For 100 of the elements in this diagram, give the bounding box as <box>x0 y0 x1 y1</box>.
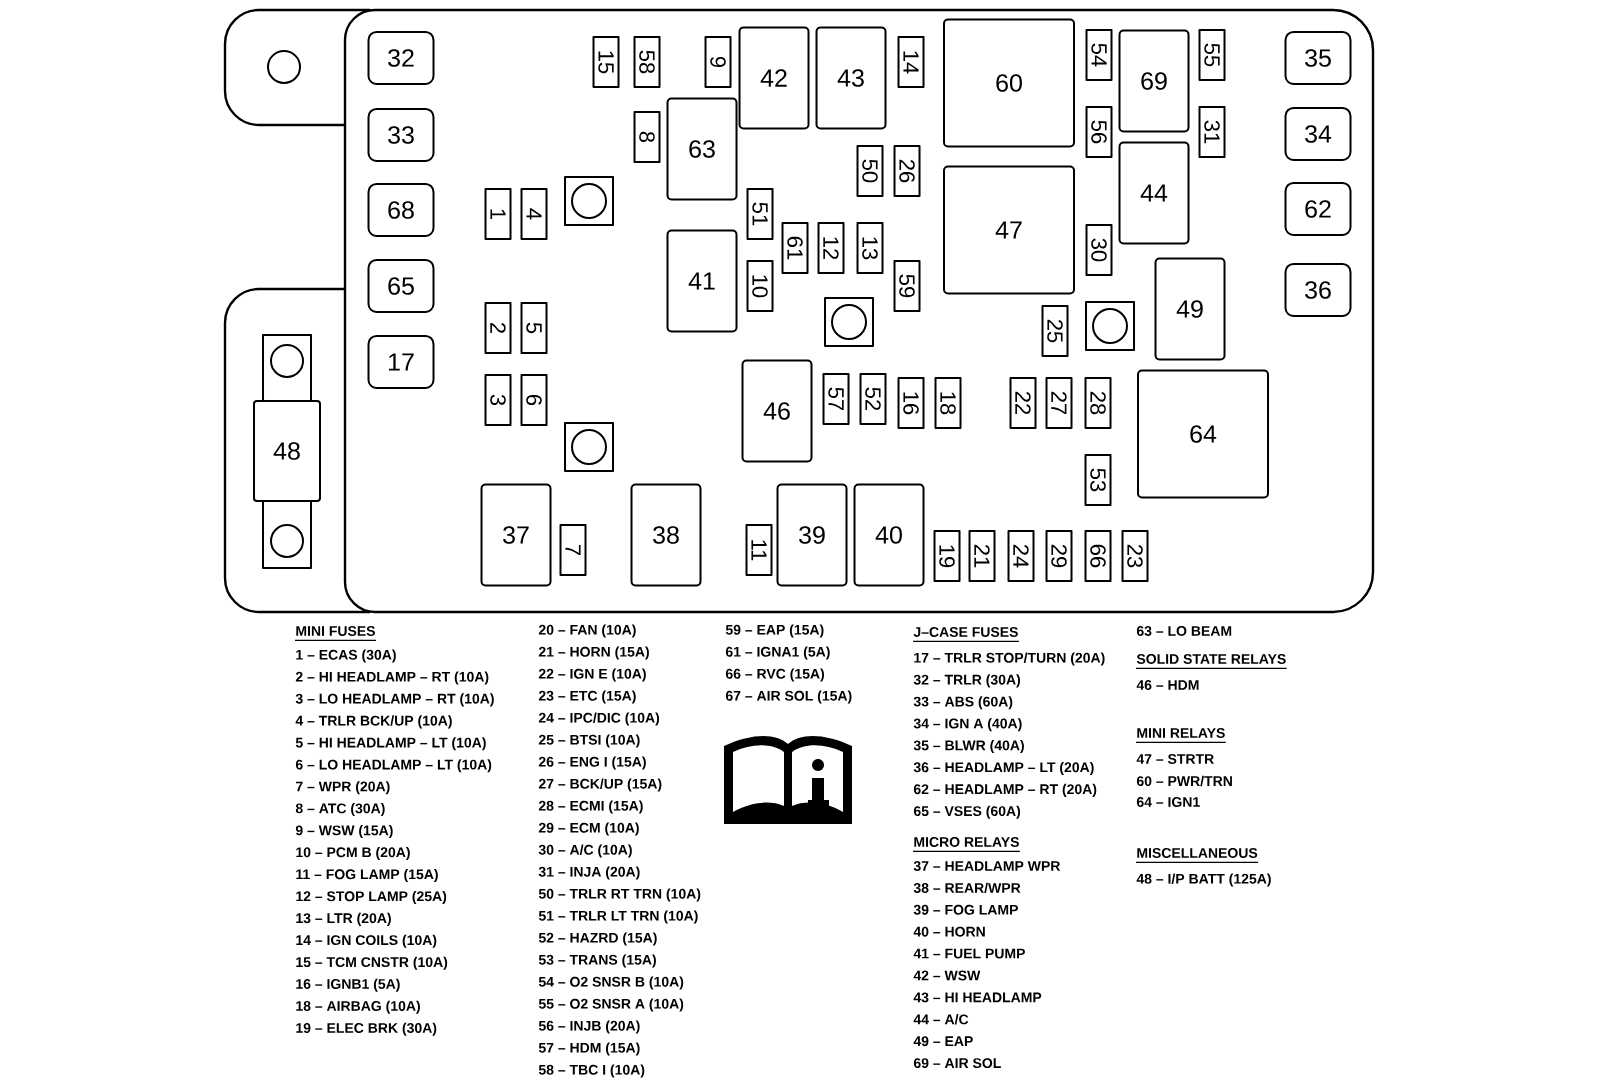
relay: 41 <box>666 229 738 333</box>
legend-entry: 37 – HEADLAMP WPR <box>913 861 1061 871</box>
mini-fuse: 9 <box>704 36 732 88</box>
legend-entry: 21 – HORN (15A) <box>538 646 649 660</box>
section-heading: MINI FUSES <box>294 626 377 641</box>
mini-fuse: 27 <box>1045 377 1073 429</box>
mini-fuse: 4 <box>520 188 548 240</box>
legend-entry: 26 – ENG I (15A) <box>538 756 646 770</box>
mini-fuse: 14 <box>897 36 925 88</box>
mini-fuse: 21 <box>968 530 996 582</box>
legend-entry: 5 – HI HEADLAMP – LT (10A) <box>295 737 486 751</box>
relay: 60 <box>943 18 1075 148</box>
legend-entry: 54 – O2 SNSR B (10A) <box>538 976 684 990</box>
mini-fuse: 26 <box>893 145 921 197</box>
mini-fuse: 10 <box>746 260 774 312</box>
mini-fuse: 7 <box>559 524 587 576</box>
legend-entry: 66 – RVC (15A) <box>725 668 824 682</box>
relay: 47 <box>943 165 1075 295</box>
legend-entry: 9 – WSW (15A) <box>295 825 393 839</box>
legend-entry: 69 – AIR SOL <box>913 1058 1001 1069</box>
mini-fuse: 1 <box>484 188 512 240</box>
mini-fuse: 56 <box>1085 106 1113 158</box>
mini-fuse: 12 <box>817 222 845 274</box>
mini-fuse: 58 <box>633 36 661 88</box>
legend-entry: 41 – FUEL PUMP <box>913 948 1025 959</box>
maxi-fuse: 48 <box>253 400 321 502</box>
mini-fuse: 57 <box>822 373 850 425</box>
legend-entry: 55 – O2 SNSR A (10A) <box>538 998 684 1012</box>
legend-entry: 23 – ETC (15A) <box>538 690 636 704</box>
section-heading: MISCELLANEOUS <box>1135 848 1259 863</box>
relay: 43 <box>815 26 887 130</box>
legend-entry: 56 – INJB (20A) <box>538 1020 640 1034</box>
legend-entry: 17 – TRLR STOP/TURN (20A) <box>914 652 1105 666</box>
relay: 39 <box>776 483 848 587</box>
legend-entry: 42 – WSW <box>913 970 981 981</box>
legend-entry: 47 – STRTR <box>1136 754 1214 764</box>
cartridge-fuse: 36 <box>1284 263 1352 317</box>
mini-fuse: 5 <box>520 302 548 354</box>
legend-entry: 18 – AIRBAG (10A) <box>296 1000 420 1014</box>
relay: 63 <box>666 97 738 201</box>
mini-fuse: 50 <box>856 145 884 197</box>
legend-entry: 59 – EAP (15A) <box>725 624 824 638</box>
mini-fuse: 11 <box>745 524 773 576</box>
legend-entry: 44 – A/C <box>913 1014 969 1025</box>
legend-entry: 51 – TRLR LT TRN (10A) <box>538 910 698 924</box>
relay: 49 <box>1154 257 1226 361</box>
legend-entry: 64 – IGN1 <box>1136 797 1200 807</box>
legend-entry: 10 – PCM B (20A) <box>296 846 410 860</box>
legend-entry: 43 – HI HEADLAMP <box>913 992 1042 1003</box>
legend-entry: 65 – VSES (60A) <box>913 805 1021 819</box>
mini-fuse: 51 <box>746 188 774 240</box>
legend-entry: 6 – LO HEADLAMP – LT (10A) <box>295 759 492 773</box>
legend-entry: 28 – ECMI (15A) <box>538 800 643 814</box>
legend-entry: 34 – IGN A (40A) <box>913 718 1022 732</box>
cartridge-fuse: 62 <box>1284 182 1352 236</box>
legend-entry: 1 – ECAS (30A) <box>296 649 396 663</box>
mini-fuse: 23 <box>1121 530 1149 582</box>
relay: 46 <box>741 359 813 463</box>
relay: 69 <box>1118 29 1190 133</box>
section-heading: SOLID STATE RELAYS <box>1135 654 1288 669</box>
cartridge-fuse: 35 <box>1284 31 1352 85</box>
legend-entry: 19 – ELEC BRK (30A) <box>296 1022 437 1036</box>
mini-fuse: 29 <box>1045 530 1073 582</box>
mini-fuse: 31 <box>1198 106 1226 158</box>
legend-entry: 60 – PWR/TRN <box>1136 775 1232 787</box>
legend-entry: 30 – A/C (10A) <box>538 844 632 858</box>
legend-entry: 38 – REAR/WPR <box>913 882 1021 894</box>
mini-fuse: 53 <box>1084 454 1112 506</box>
mini-fuse: 55 <box>1198 29 1226 81</box>
legend-entry: 20 – FAN (10A) <box>538 624 636 638</box>
legend-entry: 39 – FOG LAMP <box>913 904 1018 915</box>
mini-fuse: 52 <box>859 373 887 425</box>
legend-entry: 36 – HEADLAMP – LT (20A) <box>913 761 1094 775</box>
legend-entry: 2 – HI HEADLAMP – RT (10A) <box>295 671 489 685</box>
legend-entry: 25 – BTSI (10A) <box>538 734 640 748</box>
legend-entry: 63 – LO BEAM <box>1136 626 1232 636</box>
legend-entry: 32 – TRLR (30A) <box>913 674 1021 688</box>
legend-entry: 50 – TRLR RT TRN (10A) <box>538 888 701 902</box>
cartridge-fuse: 33 <box>367 108 435 162</box>
mini-fuse: 59 <box>893 260 921 312</box>
legend-entry: 40 – HORN <box>913 926 985 937</box>
mini-fuse: 15 <box>592 36 620 88</box>
mini-fuse: 66 <box>1084 530 1112 582</box>
legend-entry: 29 – ECM (10A) <box>538 822 639 836</box>
mini-fuse: 61 <box>781 222 809 274</box>
mini-fuse: 25 <box>1041 305 1069 357</box>
mini-fuse: 54 <box>1085 29 1113 81</box>
mini-fuse: 19 <box>933 530 961 582</box>
cartridge-fuse: 68 <box>367 183 435 237</box>
relay: 42 <box>738 26 810 130</box>
legend-entry: 31 – INJA (20A) <box>538 866 640 880</box>
cartridge-fuse: 34 <box>1284 107 1352 161</box>
mini-fuse: 28 <box>1084 377 1112 429</box>
mini-fuse: 2 <box>484 302 512 354</box>
relay: 40 <box>853 483 925 587</box>
cartridge-fuse: 32 <box>367 31 435 85</box>
legend-entry: 49 – EAP <box>913 1036 973 1047</box>
mini-fuse: 3 <box>484 374 512 426</box>
legend-entry: 52 – HAZRD (15A) <box>538 932 657 946</box>
legend-entry: 58 – TBC I (10A) <box>538 1064 645 1078</box>
